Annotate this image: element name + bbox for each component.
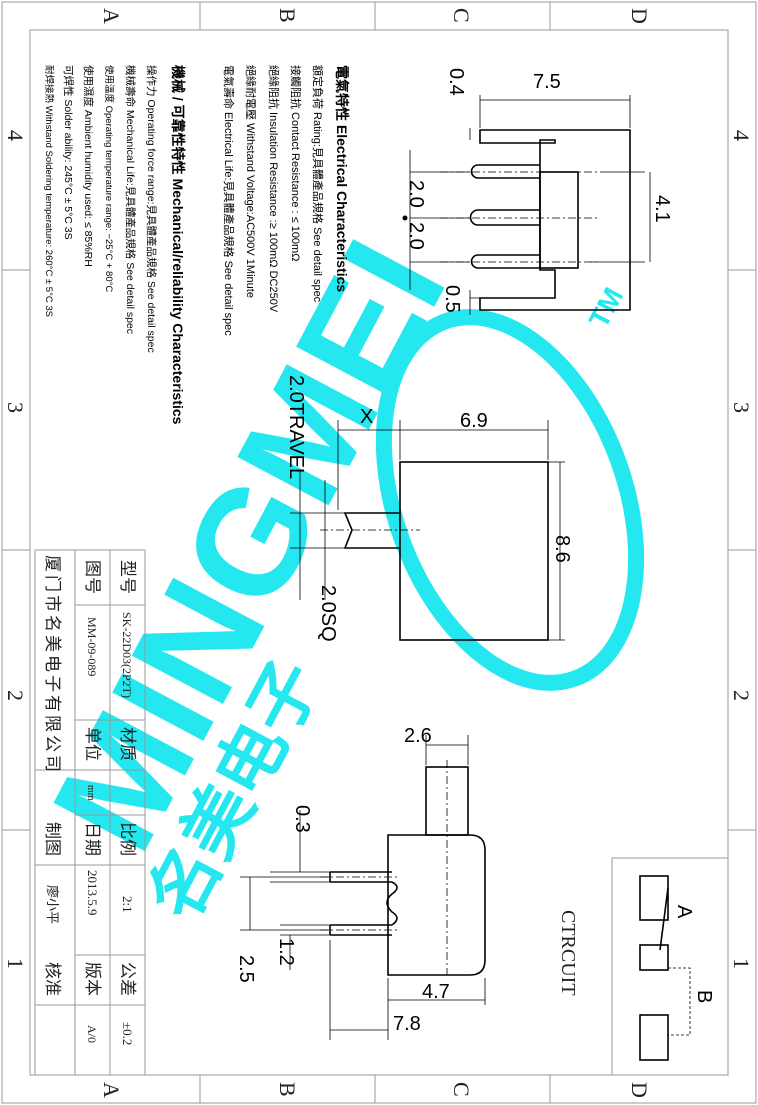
drafter-value: 廖小平 xyxy=(45,885,60,924)
unit-value: mm xyxy=(85,785,96,801)
frame-labels: A B C D A B C D 4 3 2 1 4 3 2 1 xyxy=(3,8,754,1098)
spec-text: 電氣特性 Electrical Characteristics 額定負荷 Rat… xyxy=(43,65,350,425)
spec-line: 絕緣阻抗 Insulation Resistance :≥ 100mΩ DC25… xyxy=(267,65,281,313)
side-view-dimensions: 6.9 X 8.6 2.0TRAVEL 2.0SQ xyxy=(285,375,573,642)
dim-label: 7.8 xyxy=(393,1013,421,1035)
spec-line: 接觸阻抗 Contact Resistance : ≤ 100mΩ xyxy=(289,65,303,261)
tolerance-label: 公差 xyxy=(118,962,137,996)
dim-label: 2.0 xyxy=(405,180,427,208)
dim-label: 2.0SQ xyxy=(317,585,339,642)
col-label: D xyxy=(627,1082,652,1098)
scale-label: 比例 xyxy=(118,822,137,856)
spec-line: 耐焊接熱 Withstand Soldering temperature: 26… xyxy=(43,65,55,317)
scale-value: 2:1 xyxy=(120,896,135,913)
col-label: C xyxy=(449,1082,474,1097)
row-label: 4 xyxy=(3,130,28,141)
front-view-drawing xyxy=(240,735,486,1040)
dim-label: 0.3 xyxy=(291,805,313,833)
electrical-title: 電氣特性 Electrical Characteristics xyxy=(334,65,350,292)
dim-label: 0.5 xyxy=(441,285,463,313)
dim-label: X xyxy=(360,406,373,428)
spec-line: 使用濕度 Ambient humidity used: ≤ 85%RH xyxy=(82,65,95,267)
row-label: 2 xyxy=(729,690,754,701)
row-label: 3 xyxy=(3,402,28,413)
row-label: 1 xyxy=(3,958,28,969)
front-view-dimensions: 2.6 0.3 1.2 2.5 4.7 7.8 xyxy=(235,725,450,1035)
tolerance-value: ±0.2 xyxy=(120,1022,135,1045)
dim-label: 4.7 xyxy=(422,981,450,1003)
side-view-drawing xyxy=(290,420,565,641)
dim-label: 1.2 xyxy=(275,938,297,966)
drawing-no-label: 图号 xyxy=(83,560,102,594)
model-value: SK-22D03(2P2T) xyxy=(120,612,134,698)
title-block xyxy=(34,549,146,1076)
spec-line: 額定負荷 Rating:見具體產品規格 See detail spec xyxy=(311,65,325,303)
circuit-label-b: B xyxy=(693,990,715,1003)
version-label: 版本 xyxy=(83,962,102,996)
circuit-diagram xyxy=(611,857,729,1076)
col-label: B xyxy=(275,8,300,23)
col-label: A xyxy=(99,8,124,24)
row-label: 2 xyxy=(3,690,28,701)
top-view-dimensions: 7.5 0.4 4.1 2.0 2.0 0.5 xyxy=(405,68,673,313)
title-block-text: 型号 SK-22D03(2P2T) 材质 比例 2:1 公差 ±0.2 图号 M… xyxy=(43,555,137,1045)
top-view-drawing xyxy=(402,95,651,315)
circuit-title: CTRCUIT xyxy=(557,910,579,996)
spec-line: 可焊性 Solder ability: 245°C ± 5°C 3S xyxy=(62,65,75,240)
dim-label: 7.5 xyxy=(533,71,561,93)
unit-label: 单位 xyxy=(83,727,102,761)
dim-label: 8.6 xyxy=(551,535,573,563)
date-value: 2013.5.9 xyxy=(85,870,100,916)
spec-line: 使用溫度 Operating temperature range: −25°C … xyxy=(103,65,115,292)
row-label: 4 xyxy=(729,130,754,141)
col-label: A xyxy=(99,1082,124,1098)
material-label: 材质 xyxy=(118,727,137,761)
dim-label: 6.9 xyxy=(460,410,488,432)
version-value: A/0 xyxy=(85,1025,99,1043)
drawing-no-value: MM-09-089 xyxy=(85,617,99,676)
row-label: 1 xyxy=(729,958,754,969)
dim-label: 2.0TRAVEL xyxy=(285,375,307,479)
col-label: C xyxy=(449,8,474,23)
dim-label: 0.4 xyxy=(445,68,467,96)
drafter-label: 制图 xyxy=(43,822,62,856)
spec-line: 電氣壽命 Electrical Life:見具體產品規格 See detail … xyxy=(222,65,236,336)
circuit-labels: CTRCUIT A B xyxy=(557,905,715,1003)
spec-line: 機械壽命 Mechanical Life:見具體產品規格 See detail … xyxy=(124,65,137,334)
watermark-tm: TM xyxy=(583,283,629,333)
circuit-label-a: A xyxy=(673,905,695,919)
row-label: 3 xyxy=(729,402,754,413)
mechanical-title: 機械 / 可靠性特性 Mechanical/reliability Charac… xyxy=(170,65,186,425)
date-label: 日期 xyxy=(83,822,102,856)
company-name: 厦门市名美电子有限公司 xyxy=(43,555,62,775)
spec-line: 操作力 Operating force range:見具體產品規格 See de… xyxy=(145,65,158,353)
col-label: D xyxy=(627,8,652,24)
approve-label: 核准 xyxy=(43,962,62,996)
dim-label: 2.5 xyxy=(235,955,257,983)
dim-label: 4.1 xyxy=(651,195,673,223)
model-label: 型号 xyxy=(118,560,137,594)
dim-label: 2.6 xyxy=(404,725,432,747)
dim-label: 2.0 xyxy=(405,222,427,250)
spec-line: 絕緣耐電壓 Withstand Voltage:AC500V 1Minute xyxy=(244,65,257,298)
col-label: B xyxy=(275,1082,300,1097)
